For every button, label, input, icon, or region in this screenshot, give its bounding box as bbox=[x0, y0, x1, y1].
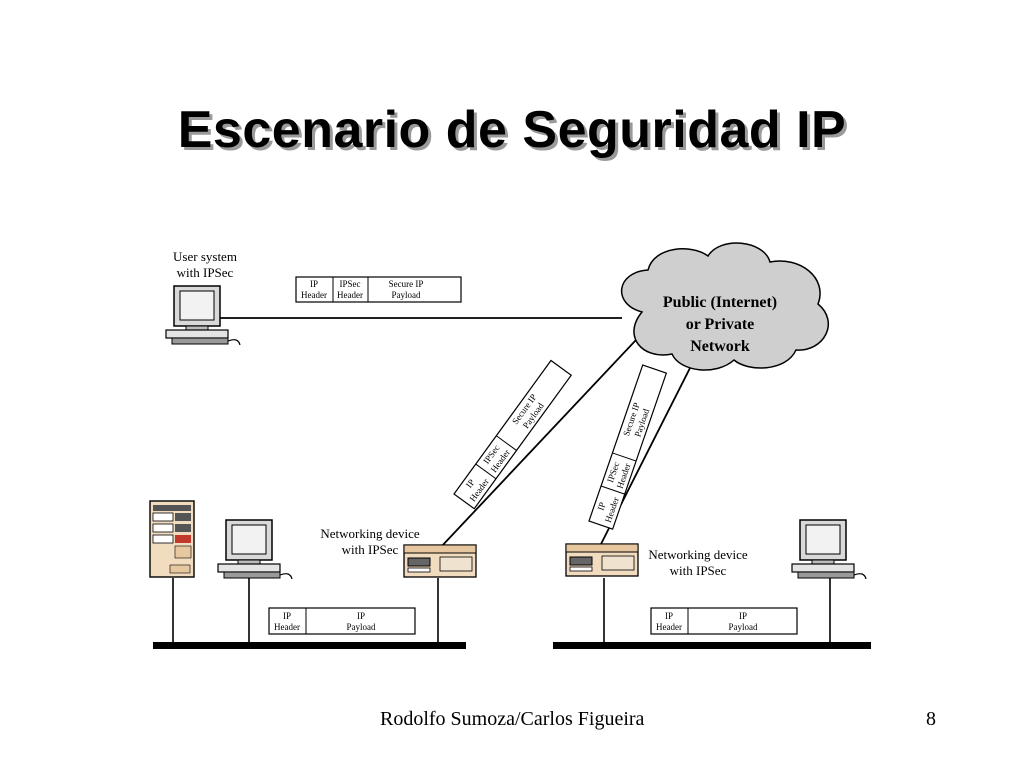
packet-right-secure: IP Header IPSec Header Secure IP Payload bbox=[588, 364, 668, 530]
packet-user-secure: IP Header IPSec Header Secure IP Payload bbox=[295, 276, 462, 303]
pkt-field-label: Payload bbox=[347, 622, 376, 632]
packet-left-plain: IP Header IP Payload bbox=[268, 607, 416, 635]
right-networking-device bbox=[565, 543, 639, 577]
right-lan-workstation bbox=[791, 519, 867, 580]
right-networking-device-label: Networking device with IPSec bbox=[648, 547, 748, 578]
lan-left-bus bbox=[153, 642, 466, 649]
pkt-field-label: IP bbox=[739, 611, 747, 621]
network-cloud bbox=[621, 242, 829, 371]
pkt-field-label: IP bbox=[310, 279, 318, 289]
user-system-label: User system with IPSec bbox=[173, 249, 237, 280]
cloud-label: Public (Internet) or Private Network bbox=[662, 294, 778, 355]
user-system-workstation bbox=[165, 285, 241, 346]
pkt-field-label: Header bbox=[301, 290, 327, 300]
pkt-field-label: IP bbox=[283, 611, 291, 621]
slide-title: Escenario de Seguridad IP bbox=[177, 101, 847, 159]
lan-right-bus bbox=[553, 642, 871, 649]
left-lan-server bbox=[149, 500, 195, 578]
pkt-field-label: Header bbox=[274, 622, 300, 632]
footer-author: Rodolfo Sumoza/Carlos Figueira bbox=[380, 708, 645, 730]
link-left-device-to-cloud bbox=[439, 339, 637, 549]
packet-right-plain: IP Header IP Payload bbox=[650, 607, 798, 635]
packet-left-secure: IP Header IPSec Header Secure IP Payload bbox=[453, 359, 573, 510]
pkt-field-label: IP bbox=[595, 501, 607, 512]
pkt-field-label: IP bbox=[665, 611, 673, 621]
pkt-field-label: IPSec bbox=[340, 279, 361, 289]
pkt-field-label: IP bbox=[357, 611, 365, 621]
pkt-field-label: Payload bbox=[392, 290, 421, 300]
pkt-field-label: Header bbox=[656, 622, 682, 632]
left-networking-device-label: Networking device with IPSec bbox=[320, 526, 420, 557]
footer-page-number: 8 bbox=[926, 708, 936, 730]
left-lan-workstation bbox=[217, 519, 293, 580]
pkt-field-label: Secure IP bbox=[389, 279, 424, 289]
pkt-field-label: Header bbox=[337, 290, 363, 300]
pkt-field-label: Payload bbox=[729, 622, 758, 632]
